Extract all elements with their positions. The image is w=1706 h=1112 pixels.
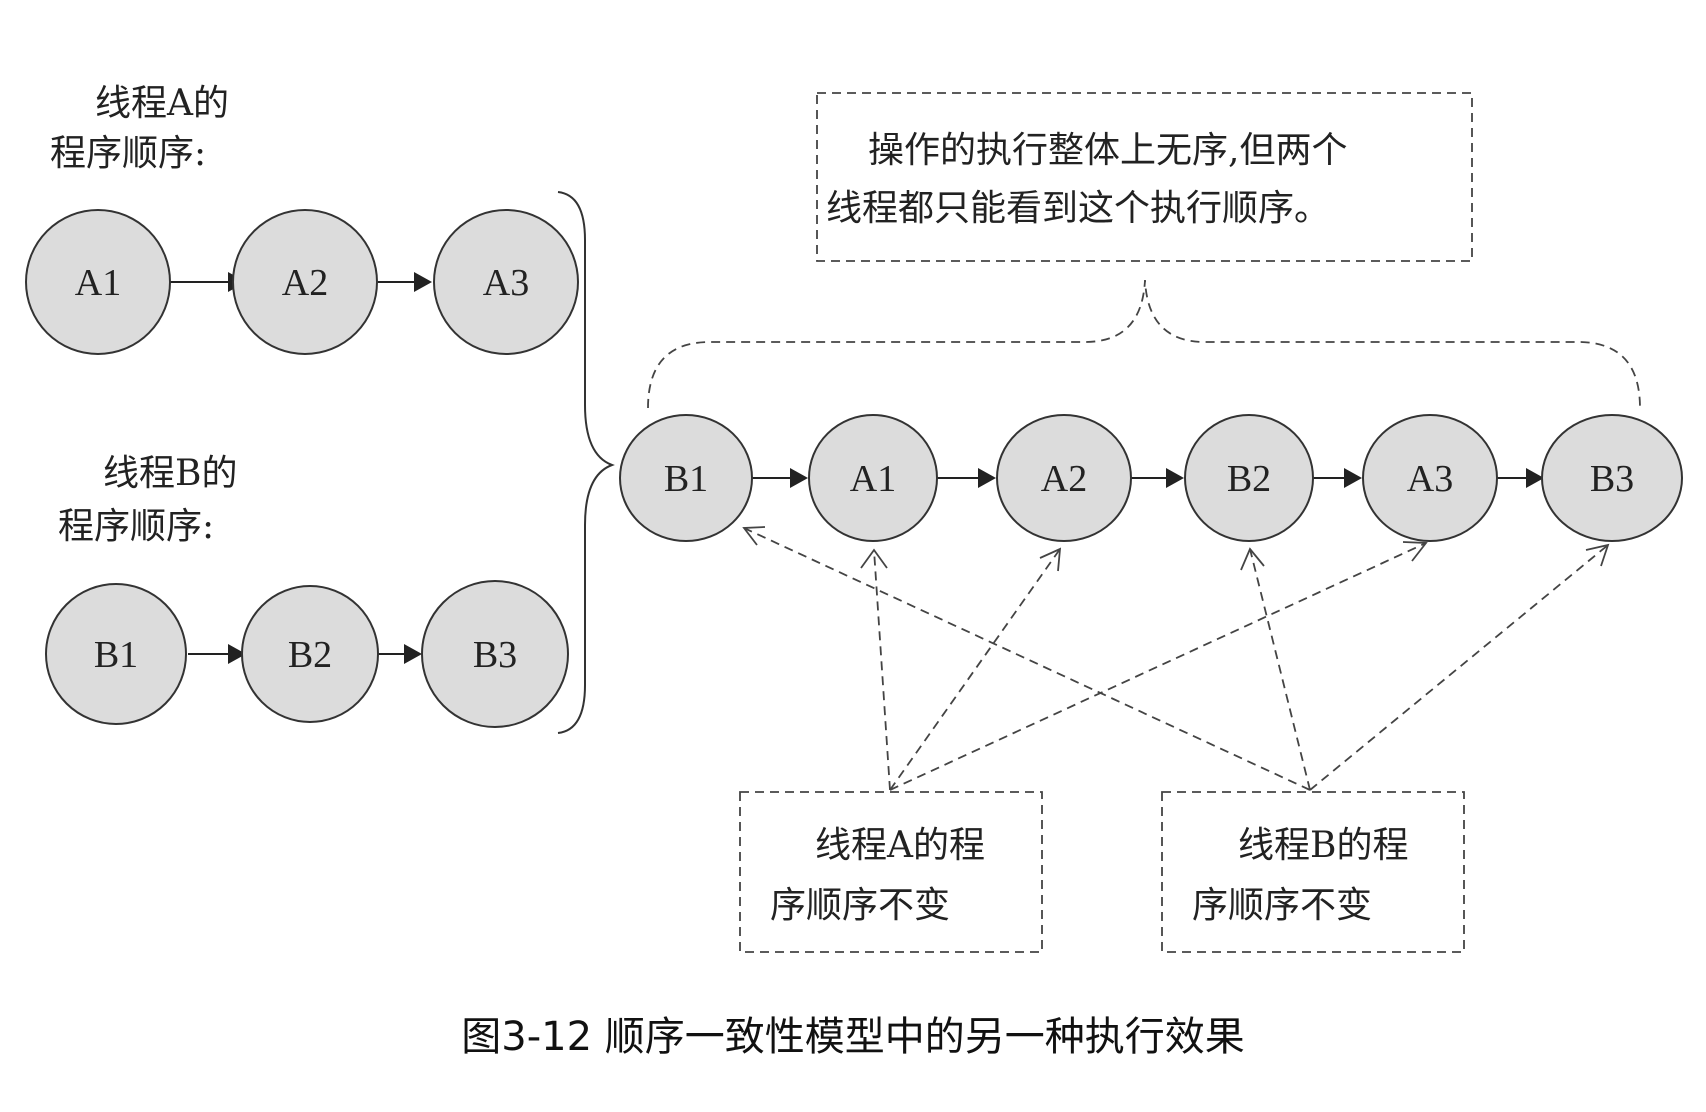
merged-node-6-label: B3 — [1590, 458, 1634, 500]
arrowhead-to-a1 — [860, 548, 888, 569]
arrow-to-b1 — [743, 527, 1311, 791]
merge-brace — [557, 191, 615, 734]
figure-caption: 图3-12 顺序一致性模型中的另一种执行效果 — [461, 1014, 1245, 1060]
merged-node-5-label: A3 — [1407, 458, 1453, 500]
thread-b-order-arrows — [742, 526, 1610, 791]
node-a1-label: A1 — [75, 262, 121, 304]
merged-node-4-label: B2 — [1227, 458, 1271, 500]
thread-b-note-line2: 序顺序不变 — [1192, 885, 1372, 926]
node-b3: B3 — [421, 580, 569, 728]
arrowhead-a2-a3 — [414, 272, 432, 292]
merged-node-2: A1 — [808, 414, 938, 542]
node-b3-label: B3 — [473, 634, 517, 676]
top-note-box — [816, 92, 1473, 262]
merged-node-4: B2 — [1184, 414, 1314, 542]
arrowhead-m5-m6 — [1526, 468, 1544, 488]
node-b2: B2 — [241, 585, 379, 723]
node-a2-label: A2 — [282, 262, 328, 304]
top-note-line2: 线程都只能看到这个执行顺序。 — [826, 188, 1330, 229]
arrowhead-to-a2 — [1039, 547, 1062, 572]
node-a1: A1 — [25, 209, 171, 355]
arrowhead-b2-b3 — [404, 644, 422, 664]
arrow-to-a3 — [889, 542, 1427, 791]
thread-b-chain: B1 B2 B3 — [45, 580, 569, 728]
arrow-to-b3 — [1309, 544, 1609, 791]
thread-b-note-line1: 线程B的程 — [1238, 825, 1408, 866]
arrow-to-a1 — [873, 549, 891, 791]
merged-node-3: A2 — [996, 414, 1132, 542]
merged-node-1-label: B1 — [664, 458, 708, 500]
top-note-line1: 操作的执行整体上无序,但两个 — [868, 130, 1347, 171]
arrowhead-to-b2 — [1240, 547, 1265, 571]
merged-node-5: A3 — [1362, 414, 1498, 542]
thread-a-heading-line1: 线程A的 — [95, 83, 229, 124]
merged-node-3-label: A2 — [1041, 458, 1087, 500]
node-a2: A2 — [232, 209, 378, 355]
node-b1: B1 — [45, 583, 187, 725]
arrowhead-m3-m4 — [1166, 468, 1184, 488]
thread-a-heading-line2: 程序顺序: — [50, 133, 206, 174]
merged-node-2-label: A1 — [850, 458, 896, 500]
arrowhead-m1-m2 — [790, 468, 808, 488]
merged-chain: B1 A1 A2 B2 A3 B3 — [619, 414, 1683, 542]
arrowhead-b1-b2 — [228, 644, 246, 664]
arrowhead-to-a3 — [1402, 541, 1428, 562]
thread-a-chain: A1 A2 A3 — [25, 209, 579, 355]
thread-b-heading-line2: 程序顺序: — [58, 506, 214, 547]
thread-a-note-box — [739, 791, 1043, 953]
thread-a-note-line1: 线程A的程 — [815, 825, 985, 866]
thread-b-heading-line1: 线程B的 — [103, 453, 237, 494]
node-b1-label: B1 — [94, 634, 138, 676]
thread-a-order-arrows — [860, 541, 1428, 791]
arrowhead-m2-m3 — [978, 468, 996, 488]
thread-a-note-line2: 序顺序不变 — [770, 885, 950, 926]
merged-sequence-brace — [647, 279, 1641, 409]
node-a3: A3 — [433, 209, 579, 355]
thread-b-note-box — [1161, 791, 1465, 953]
arrow-to-b2 — [1249, 548, 1311, 791]
arrowhead-m4-m5 — [1344, 468, 1362, 488]
arrow-to-a2 — [889, 548, 1061, 791]
arrowhead-to-b1 — [742, 526, 766, 546]
merged-node-1: B1 — [619, 414, 753, 542]
node-b2-label: B2 — [288, 634, 332, 676]
arrowhead-to-b3 — [1585, 543, 1610, 567]
node-a3-label: A3 — [483, 262, 529, 304]
merged-node-6: B3 — [1541, 414, 1683, 542]
